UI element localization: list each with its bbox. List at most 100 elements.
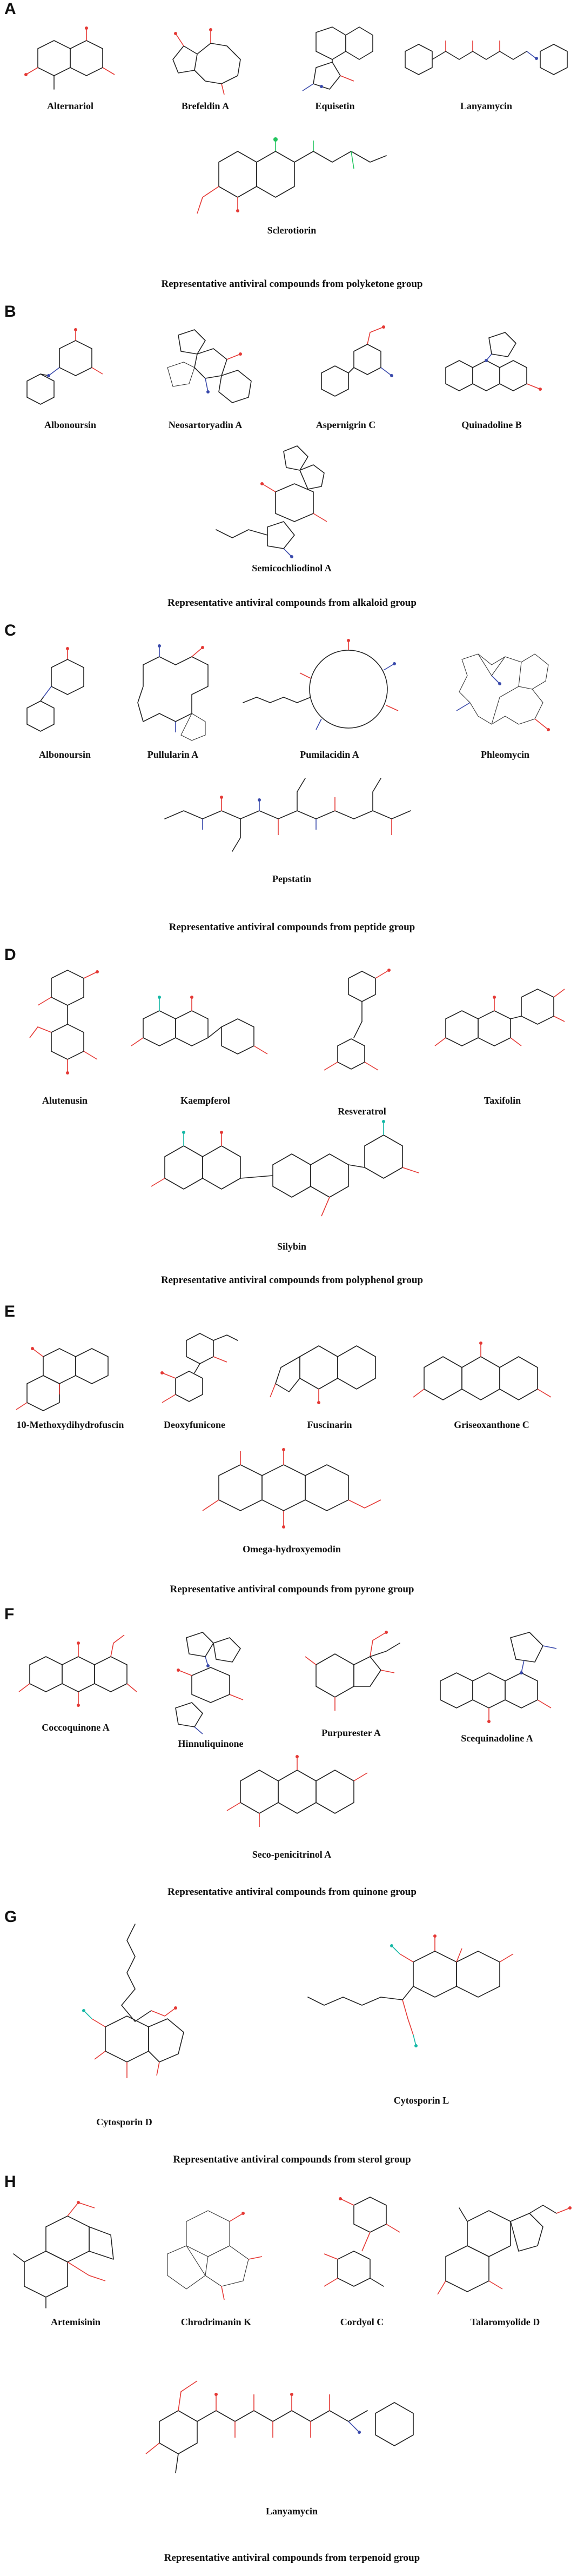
panel-caption: Representative antiviral compounds from …: [170, 1584, 414, 1595]
compound-name: Semicochliodinol A: [252, 563, 332, 573]
structure-albonoursin: [26, 647, 84, 732]
compound-cytosporin-l: Cytosporin L: [303, 1930, 540, 2106]
structure-resveratrol: [324, 969, 391, 1071]
panel-d: D Alutenusin: [0, 946, 584, 1303]
compound-name: Taxifolin: [484, 1095, 521, 1106]
structure-albonoursin: [26, 328, 103, 405]
panel-letter: H: [4, 2173, 16, 2191]
compound-neosartoryadin-a: Neosartoryadin A: [140, 324, 270, 431]
compound-name: Omega-hydroxyemodin: [243, 1544, 341, 1554]
compound-omega-hydroxyemodin: Omega-hydroxyemodin: [184, 1443, 400, 1555]
panel-caption: Representative antiviral compounds from …: [164, 2552, 420, 2564]
compound-albonoursin-c: Albonoursin: [11, 643, 119, 760]
compound-name: Purpurester A: [321, 1727, 381, 1738]
panel-caption: Representative antiviral compounds from …: [167, 1886, 417, 1898]
structure-neosartoryadin-a: [167, 329, 252, 403]
compound-deoxyfunicone: Deoxyfunicone: [140, 1324, 249, 1431]
compound-sclerotiorin: Sclerotiorin: [184, 135, 400, 236]
compound-name: Silybin: [277, 1241, 307, 1252]
compound-taxifolin: Taxifolin: [432, 967, 573, 1106]
structure-deoxyfunicone: [160, 1333, 238, 1403]
structure-taxifolin: [434, 989, 565, 1046]
compound-phleomycin: Phleomycin: [438, 643, 573, 760]
structure-hinnuliquinone: [175, 1632, 244, 1734]
structure-cytosporin-l: [307, 1934, 514, 2047]
compound-fuscinarin: Fuscinarin: [265, 1324, 394, 1431]
structure-alternariol: [24, 26, 115, 90]
compound-name: Cytosporin L: [393, 2095, 449, 2106]
panel-h: H Artemisinin: [0, 2173, 584, 2576]
compound-name: Neosartoryadin A: [168, 419, 243, 430]
compound-name: Quinadoline B: [461, 419, 522, 430]
structure-lanyamycin: [405, 41, 568, 75]
structure-quinadoline-b: [445, 332, 542, 391]
panel-g: G Cytosporin D: [0, 1908, 584, 2173]
structure-cordyol-c: [324, 2197, 400, 2287]
compound-name: Pumilacidin A: [300, 749, 359, 760]
compound-name: Brefeldin A: [181, 101, 230, 111]
compound-alternariol: Alternariol: [11, 22, 130, 112]
compound-scequinadoline-a: Scequinadoline A: [427, 1627, 567, 1744]
compound-hinnuliquinone: Hinnuliquinone: [151, 1627, 270, 1750]
compound-lanyamycin-a: Lanyamycin: [394, 22, 578, 112]
panel-a: A Alternariol Brefeldin A: [0, 0, 584, 303]
compound-name: Pepstatin: [272, 873, 311, 884]
structure-silybin: [151, 1120, 419, 1217]
compound-name: Artemisinin: [51, 2317, 100, 2327]
compound-resveratrol: Resveratrol: [303, 967, 421, 1117]
compound-pullularin-a: Pullularin A: [113, 643, 232, 760]
compound-name: 10-Methoxydihydrofuscin: [16, 1419, 124, 1430]
compound-name: Deoxyfunicone: [164, 1419, 225, 1430]
compound-name: Equisetin: [315, 101, 355, 111]
compound-name: Talaromyolide D: [470, 2317, 540, 2327]
structure-phleomycin: [456, 653, 550, 731]
compound-name: Cytosporin D: [96, 2117, 152, 2127]
compound-brefeldin-a: Brefeldin A: [146, 22, 265, 112]
structure-griseoxanthone-c: [413, 1342, 552, 1400]
compound-name: Aspernigrin C: [316, 419, 376, 430]
compound-name: Scequinadoline A: [461, 1733, 533, 1744]
structure-sclerotiorin: [197, 137, 387, 214]
panel-f: F Coccoquinone A: [0, 1605, 584, 1908]
compound-talaromyolide-d: Talaromyolide D: [432, 2194, 578, 2328]
panel-caption: Representative antiviral compounds from …: [160, 1274, 424, 1286]
compound-alutenusin: Alutenusin: [11, 967, 119, 1106]
structure-lanyamycin: [145, 2380, 414, 2473]
compound-name: Albonoursin: [44, 419, 97, 430]
panel-letter: C: [4, 622, 16, 639]
compound-name: Chrodrimanin K: [180, 2317, 252, 2327]
compound-cytosporin-d: Cytosporin D: [38, 1919, 211, 2128]
compound-lanyamycin-h: Lanyamycin: [135, 2340, 448, 2517]
structure-talaromyolide-d: [437, 2205, 572, 2295]
panel-caption: Representative antiviral compounds from …: [167, 597, 417, 609]
structure-pumilacidin-a: [243, 639, 399, 730]
compound-equisetin: Equisetin: [281, 22, 389, 112]
compound-semicochliodinol-a: Semicochliodinol A: [184, 441, 400, 574]
structure-omega-hydroxyemodin: [202, 1448, 381, 1529]
structure-artemisinin: [13, 2201, 114, 2308]
compound-name: Coccoquinone A: [42, 1722, 110, 1733]
structure-chrodrimanin-k: [167, 2210, 263, 2300]
structure-semicochliodinol-a: [216, 445, 327, 558]
compound-name: Lanyamycin: [265, 2506, 318, 2517]
compound-name: Seco-penicitrinol A: [252, 1849, 332, 1860]
panel-letter: A: [4, 0, 16, 18]
compound-griseoxanthone-c: Griseoxanthone C: [411, 1335, 573, 1431]
panel-caption: Representative antiviral compounds from …: [173, 2154, 411, 2165]
structure-pepstatin: [164, 778, 411, 852]
compound-name: Fuscinarin: [307, 1419, 352, 1430]
compound-albonoursin-b: Albonoursin: [11, 324, 130, 431]
compound-chrodrimanin-k: Chrodrimanin K: [151, 2194, 281, 2328]
compound-name: Cordyol C: [340, 2317, 384, 2327]
structure-aspernigrin-c: [321, 325, 393, 397]
compound-name: Hinnuliquinone: [178, 1738, 244, 1749]
compound-10-methoxydihydrofuscin: 10-Methoxydihydrofuscin: [5, 1324, 135, 1431]
compound-cordyol-c: Cordyol C: [303, 2194, 421, 2328]
compound-name: Pullularin A: [147, 749, 199, 760]
structure-seco-penicitrinol-a: [226, 1755, 368, 1827]
panel-caption: Representative antiviral compounds from …: [169, 922, 415, 933]
structure-scequinadoline-a: [440, 1632, 557, 1723]
compound-seco-penicitrinol-a: Seco-penicitrinol A: [184, 1749, 400, 1860]
structure-brefeldin-a: [172, 28, 241, 95]
